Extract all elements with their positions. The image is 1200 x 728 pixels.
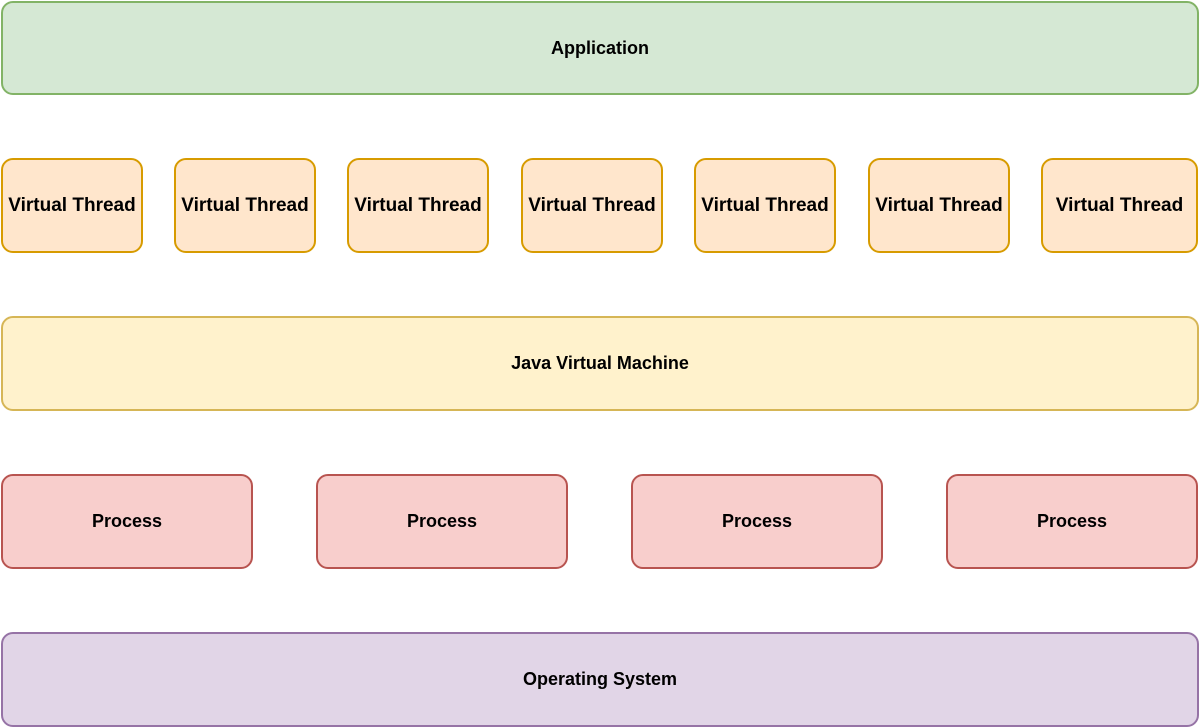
virtual-thread-label: Virtual Thread <box>1055 194 1184 216</box>
virtual-thread-3: Virtual Thread <box>347 158 489 253</box>
virtual-thread-label: Virtual Thread <box>354 194 482 216</box>
virtual-thread-4: Virtual Thread <box>521 158 663 253</box>
virtual-thread-2: Virtual Thread <box>174 158 316 253</box>
virtual-thread-1: Virtual Thread <box>1 158 143 253</box>
virtual-thread-6: Virtual Thread <box>868 158 1010 253</box>
operating-system-label: Operating System <box>522 669 678 689</box>
jvm-layer: Java Virtual Machine <box>1 316 1199 411</box>
process-1: Process <box>1 474 253 569</box>
process-2: Process <box>316 474 568 569</box>
process-label: Process <box>406 511 478 531</box>
process-label: Process <box>721 511 793 531</box>
application-layer: Application <box>1 1 1199 95</box>
virtual-thread-5: Virtual Thread <box>694 158 836 253</box>
process-4: Process <box>946 474 1198 569</box>
operating-system-layer: Operating System <box>1 632 1199 727</box>
process-label: Process <box>91 511 163 531</box>
virtual-thread-label: Virtual Thread <box>701 194 829 216</box>
virtual-thread-label: Virtual Thread <box>528 194 656 216</box>
virtual-thread-label: Virtual Thread <box>181 194 309 216</box>
jvm-label: Java Virtual Machine <box>511 353 689 373</box>
virtual-thread-7: Virtual Thread <box>1041 158 1198 253</box>
application-label: Application <box>551 37 649 58</box>
process-3: Process <box>631 474 883 569</box>
process-label: Process <box>1036 511 1108 531</box>
virtual-thread-label: Virtual Thread <box>875 194 1003 216</box>
virtual-thread-label: Virtual Thread <box>8 194 136 216</box>
